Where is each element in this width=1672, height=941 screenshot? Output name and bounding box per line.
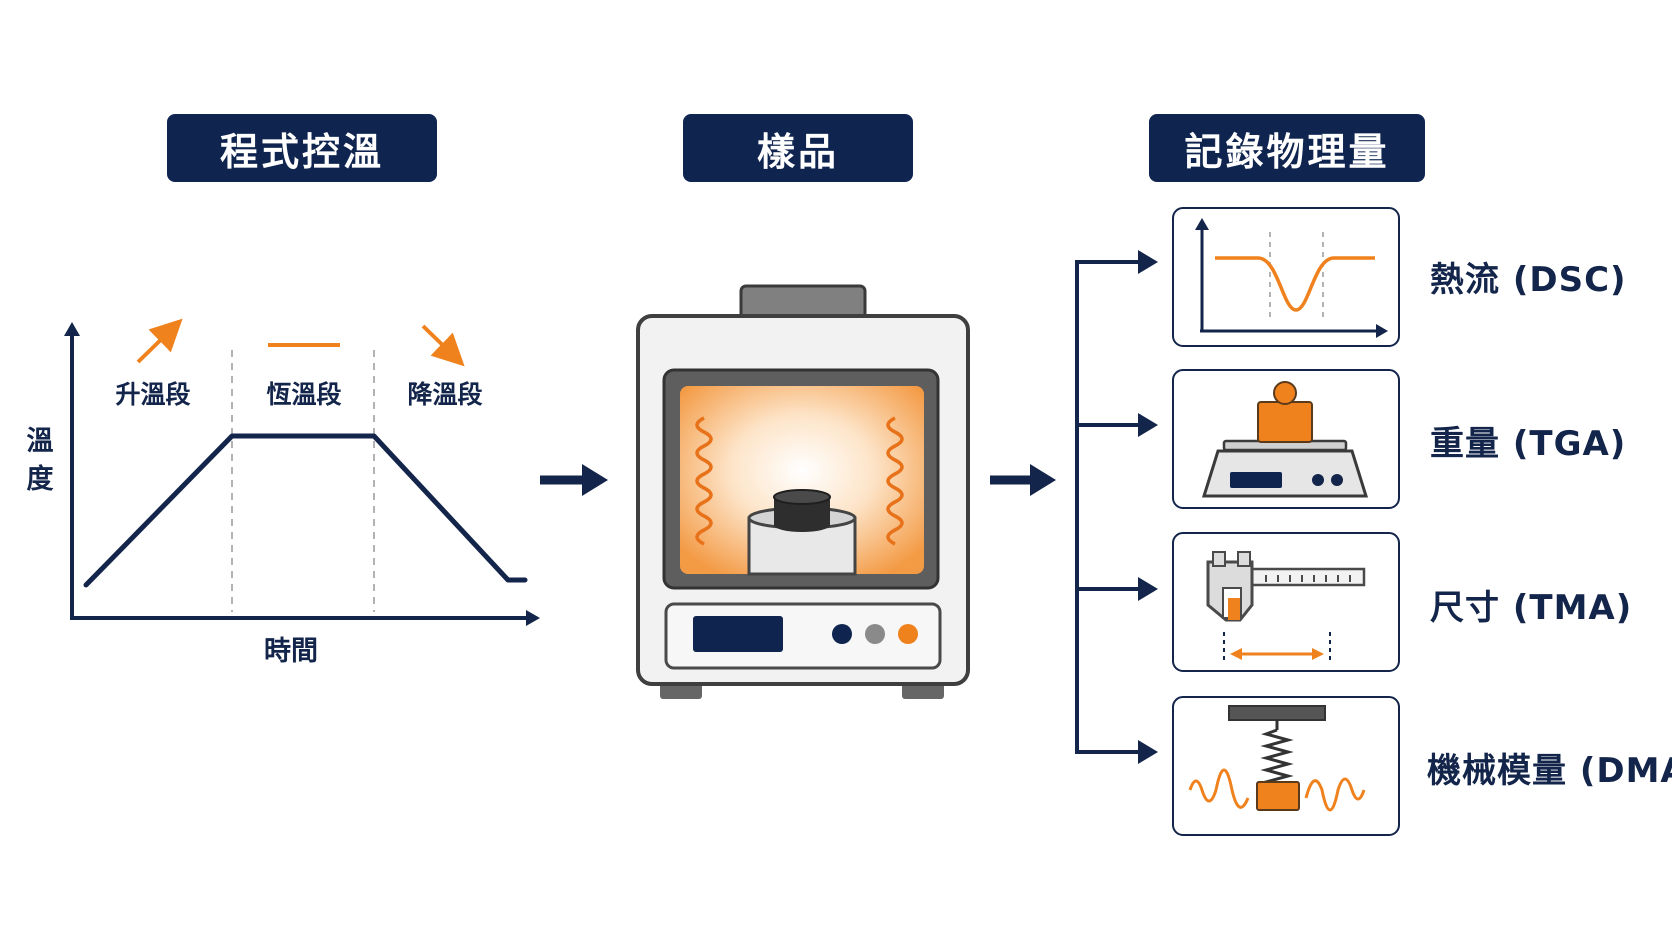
- temperature-program-chart: 升溫段 恆溫段 降溫段 溫 度 時間: [27, 318, 540, 667]
- output-label-dma: 機械模量 (DMA): [1427, 751, 1672, 791]
- furnace-heated-chamber: [680, 386, 924, 574]
- heating-coil-right-icon: [886, 416, 904, 546]
- flow-arrow-sample-to-outputs: [990, 464, 1056, 496]
- furnace-foot: [660, 682, 702, 699]
- furnace-foot: [902, 682, 944, 699]
- x-axis-label: 時間: [264, 636, 318, 667]
- output-label-tga: 重量 (TGA): [1430, 424, 1627, 464]
- spring-oscillation-icon: [1188, 705, 1366, 812]
- y-axis-arrow-icon: [64, 322, 80, 336]
- control-knob-icon: [898, 624, 918, 644]
- flow-arrow-program-to-sample: [540, 464, 608, 496]
- sample-pedestal: [747, 516, 857, 576]
- temperature-profile-line: [83, 433, 528, 588]
- segment-label-heating: 升溫段: [115, 380, 190, 409]
- heating-coil-left-icon: [695, 416, 713, 546]
- control-knob-icon: [865, 624, 885, 644]
- y-axis-label-char-2: 度: [27, 463, 54, 495]
- output-label-tma: 尺寸 (TMA): [1430, 588, 1633, 628]
- balance-scale-icon: [1201, 381, 1369, 498]
- output-box-dma: [1172, 696, 1400, 836]
- falling-arrow-icon: [421, 324, 465, 367]
- output-label-dsc: 熱流 (DSC): [1430, 260, 1627, 300]
- header-recorded-quantities: 記錄物理量: [1149, 114, 1425, 182]
- header-program-control: 程式控溫: [167, 114, 437, 182]
- rising-arrow-icon: [136, 318, 183, 364]
- output-branch-connector: [1075, 250, 1158, 764]
- y-axis-label-char-1: 溫: [27, 426, 54, 457]
- furnace-illustration: [636, 284, 970, 699]
- dsc-curve-icon: [1195, 218, 1388, 338]
- caliper-icon: [1206, 551, 1366, 662]
- header-sample: 樣品: [683, 114, 913, 182]
- output-box-tga: [1172, 369, 1400, 509]
- segment-label-cooling: 降溫段: [407, 380, 482, 409]
- segment-label-isothermal: 恆溫段: [266, 380, 341, 409]
- x-axis-arrow-icon: [526, 610, 540, 626]
- control-knob-icon: [832, 624, 852, 644]
- output-box-dsc: [1172, 207, 1400, 347]
- output-box-tma: [1172, 532, 1400, 672]
- furnace-display-screen: [693, 616, 783, 652]
